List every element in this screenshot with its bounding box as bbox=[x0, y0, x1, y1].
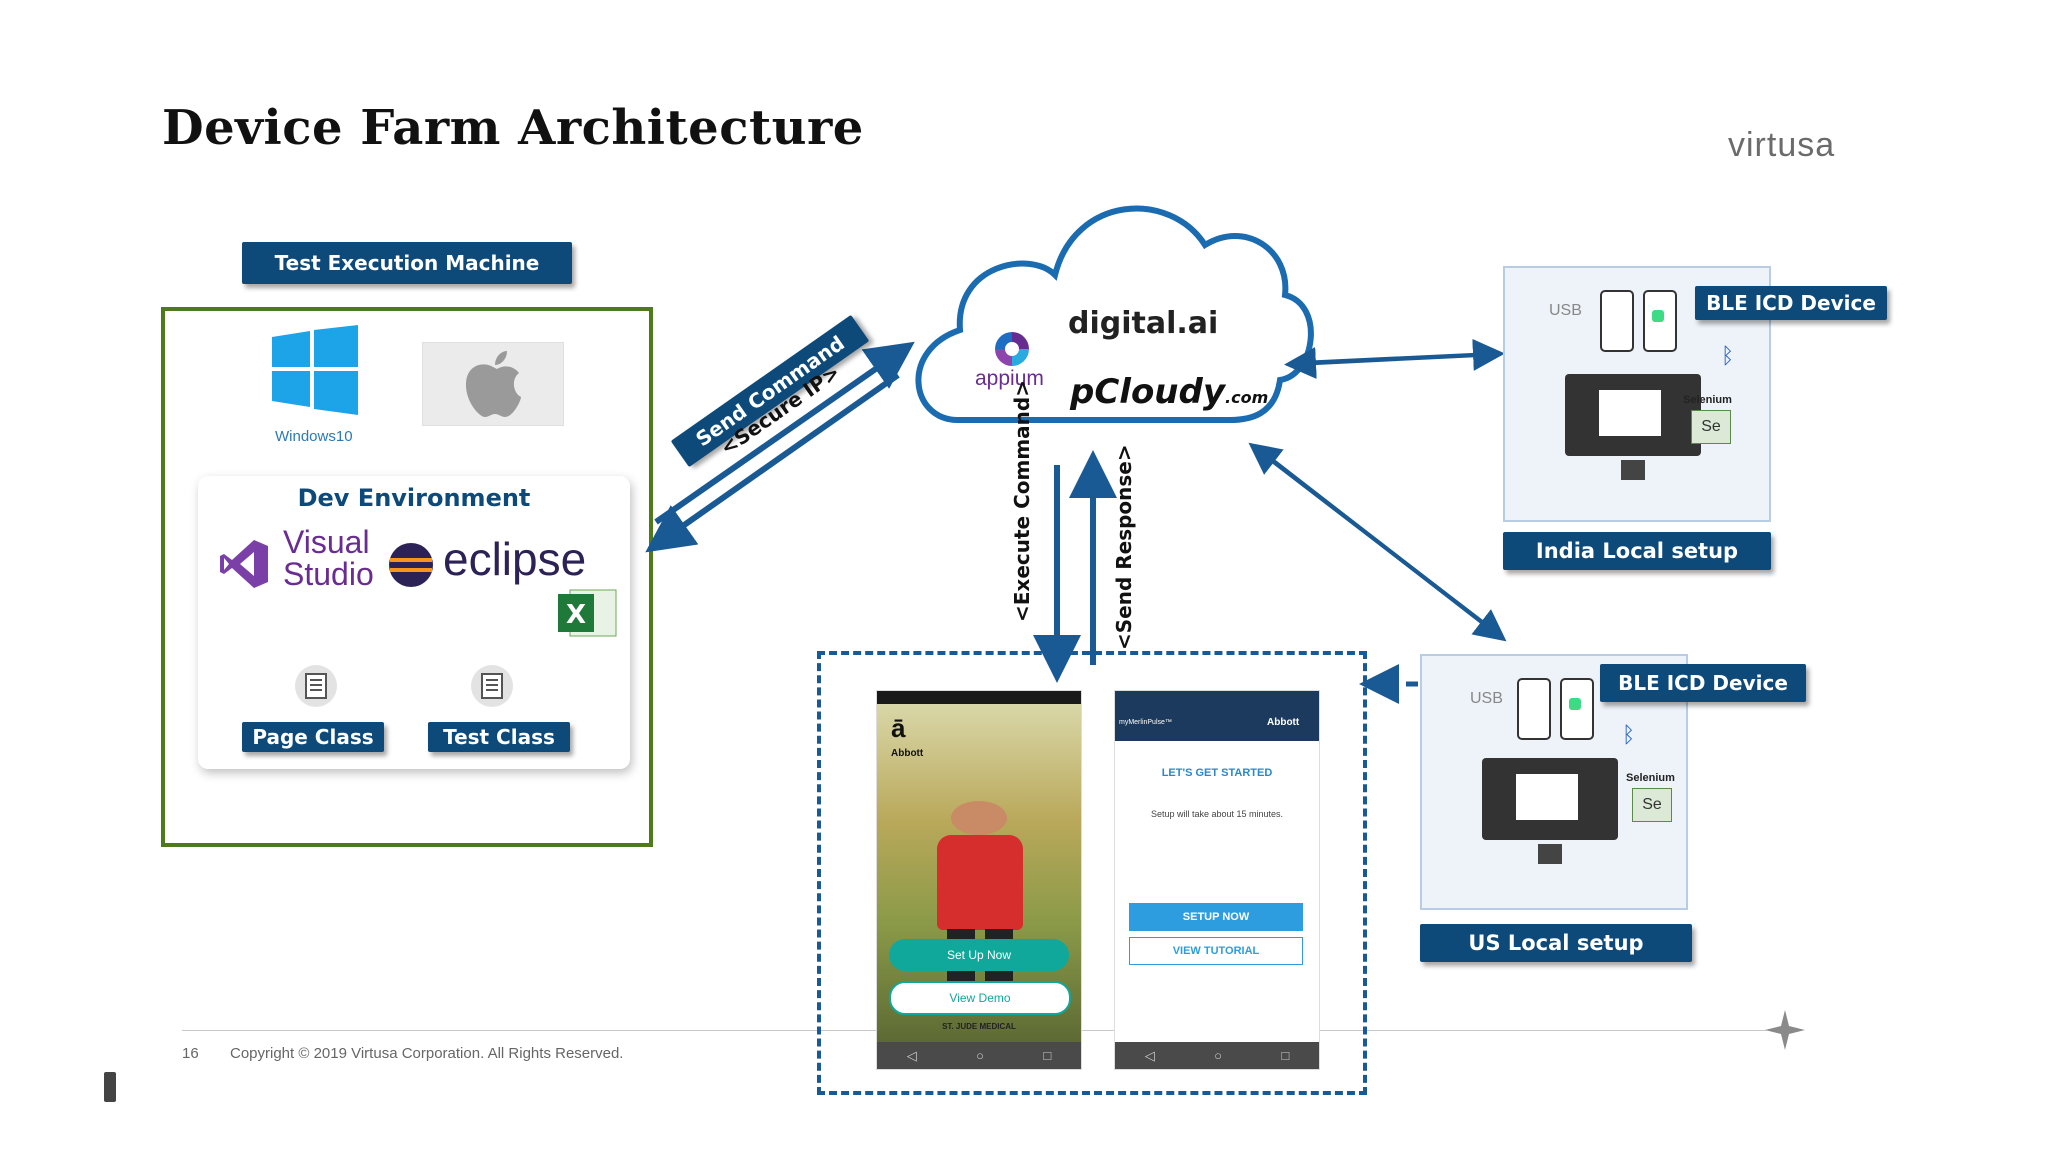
eclipse-label: eclipse bbox=[443, 533, 587, 585]
apple-logo-icon bbox=[465, 351, 521, 417]
test-class-label: Test Class bbox=[428, 722, 570, 752]
test-execution-machine-box bbox=[161, 307, 653, 847]
india-monitor-icon bbox=[1565, 374, 1701, 456]
footer-star-icon bbox=[1765, 1010, 1805, 1050]
india-selenium-icon: Se bbox=[1691, 410, 1731, 444]
phone-left-screen: ā Abbott Set Up Now View Demo ST. JUDE M… bbox=[876, 690, 1082, 1070]
test-class-icon bbox=[471, 665, 513, 707]
st-jude-medical-label: ST. JUDE MEDICAL bbox=[942, 1022, 1016, 1031]
corner-mark bbox=[104, 1072, 116, 1102]
appium-logo-icon bbox=[995, 332, 1029, 366]
phone-right-nav-bar[interactable]: ◁○□ bbox=[1115, 1042, 1319, 1069]
india-android-icon bbox=[1652, 310, 1664, 322]
dev-environment-title: Dev Environment bbox=[297, 484, 531, 512]
excel-icon: X bbox=[558, 589, 617, 637]
us-monitor-icon bbox=[1482, 758, 1618, 840]
us-bluetooth-icon: ᛒ bbox=[1622, 722, 1636, 747]
secure-ip-arrow bbox=[645, 372, 900, 553]
india-usb-label: USB bbox=[1549, 302, 1582, 319]
test-execution-machine-label: Test Execution Machine bbox=[242, 242, 572, 284]
us-local-setup-panel: USB ᛒ Selenium Se bbox=[1420, 654, 1688, 910]
set-up-now-button[interactable]: Set Up Now bbox=[889, 939, 1069, 971]
india-iphone-icon bbox=[1600, 290, 1634, 352]
page-class-label: Page Class bbox=[242, 722, 384, 752]
eclipse-icon bbox=[389, 543, 433, 587]
execute-command-label: <Execute Command> bbox=[1010, 380, 1034, 622]
india-bluetooth-icon: ᛒ bbox=[1721, 343, 1735, 368]
lets-get-started-heading: LET'S GET STARTED bbox=[1161, 767, 1273, 779]
virtusa-logo: virtusa bbox=[1728, 126, 1836, 164]
us-selenium-icon: Se bbox=[1632, 788, 1672, 822]
visual-studio-icon bbox=[220, 540, 268, 588]
dev-environment-card: Dev Environment Visual Studio eclipse X bbox=[198, 476, 630, 769]
us-iphone-icon bbox=[1517, 678, 1551, 740]
pcloudy-logo: pCloudy.com bbox=[1070, 372, 1268, 412]
abbott-brand-left: Abbott bbox=[891, 748, 924, 759]
cloud-india-arrow-b bbox=[1284, 347, 1481, 380]
phone-right-header bbox=[1115, 691, 1319, 741]
india-selenium-label: Selenium bbox=[1683, 394, 1732, 406]
phone-left-nav-bar[interactable]: ◁○□ bbox=[877, 1042, 1081, 1069]
view-demo-button[interactable]: View Demo bbox=[889, 981, 1071, 1015]
cloud-us-arrow-b bbox=[1248, 442, 1492, 630]
setup-now-button[interactable]: SETUP NOW bbox=[1129, 903, 1303, 931]
svg-text:X: X bbox=[566, 600, 586, 630]
india-local-setup-caption: India Local setup bbox=[1503, 532, 1771, 570]
us-android-icon bbox=[1569, 698, 1581, 710]
india-ble-icd-device-label: BLE ICD Device bbox=[1695, 286, 1887, 320]
us-usb-label: USB bbox=[1470, 690, 1503, 707]
appium-label: appium bbox=[975, 367, 1044, 390]
windows-logo-icon bbox=[272, 325, 358, 415]
pcloudy-label: pCloudy bbox=[1070, 372, 1226, 412]
digital-ai-logo: digital.ai bbox=[1068, 306, 1219, 341]
device-farm-dashed-box bbox=[817, 651, 1367, 1095]
send-response-label: <Send Response> bbox=[1112, 444, 1136, 650]
runner-head bbox=[951, 801, 1007, 835]
page-number: 16 bbox=[182, 1045, 199, 1062]
runner-shirt bbox=[937, 835, 1023, 930]
setup-time-text: Setup will take about 15 minutes. bbox=[1150, 809, 1284, 819]
apple-logo-tile bbox=[422, 342, 564, 426]
copyright-text: Copyright © 2019 Virtusa Corporation. Al… bbox=[230, 1045, 624, 1062]
windows-label: Windows10 bbox=[275, 428, 353, 445]
abbott-brand-right: Abbott bbox=[1267, 717, 1300, 728]
send-command-arrow bbox=[654, 341, 915, 525]
phone-right-screen: myMerlinPulse™ Abbott LET'S GET STARTED … bbox=[1114, 690, 1320, 1070]
abbott-logo-icon: ā bbox=[891, 713, 906, 743]
visual-studio-line2: Studio bbox=[283, 556, 374, 592]
pcloudy-suffix: .com bbox=[1225, 388, 1269, 407]
slide-title: Device Farm Architecture bbox=[162, 100, 864, 156]
page-class-icon bbox=[295, 665, 337, 707]
us-local-setup-caption: US Local setup bbox=[1420, 924, 1692, 962]
view-tutorial-button[interactable]: VIEW TUTORIAL bbox=[1129, 937, 1303, 965]
visual-studio-line1: Visual bbox=[283, 524, 370, 560]
us-ble-icd-device-label: BLE ICD Device bbox=[1600, 664, 1806, 702]
my-merlin-pulse-app-name: myMerlinPulse™ bbox=[1119, 719, 1172, 726]
us-selenium-label: Selenium bbox=[1626, 772, 1675, 784]
